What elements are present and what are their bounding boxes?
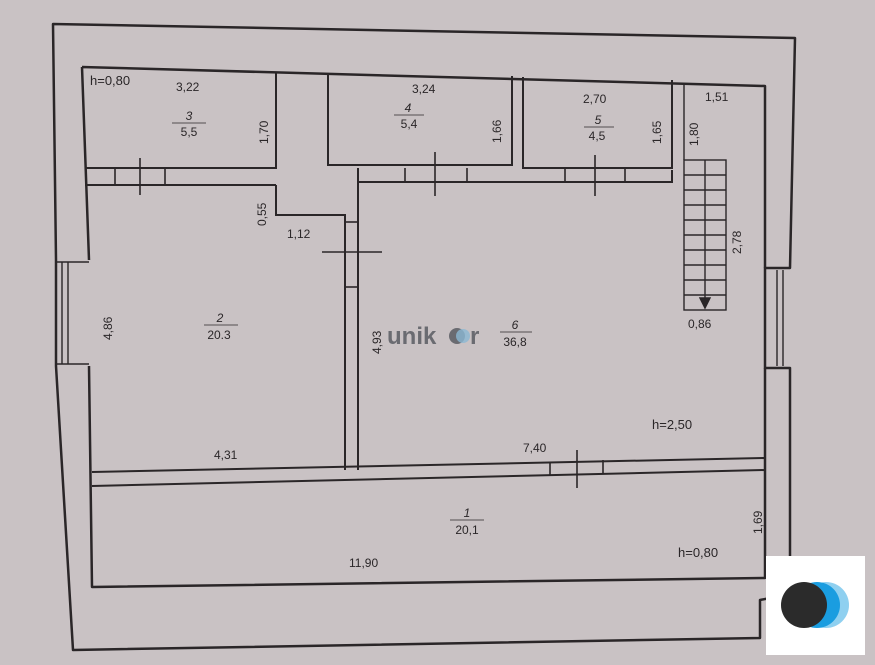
room-label-3: 3 5,5 (172, 109, 206, 139)
dimension-label: 1,80 (687, 122, 701, 146)
dimension-label: 3,22 (176, 80, 200, 94)
stair-arrow (698, 297, 712, 310)
dimension-label: 0,86 (688, 317, 712, 331)
height-label: h=0,80 (678, 545, 718, 560)
dimension-label: 1,70 (257, 120, 271, 144)
room-area: 20,1 (455, 523, 479, 537)
room-number: 3 (186, 109, 193, 123)
room-label-5: 5 4,5 (584, 113, 614, 143)
dimension-label: 2,78 (730, 230, 744, 254)
room-label-4: 4 5,4 (394, 101, 424, 131)
doors (114, 152, 626, 488)
room-number: 1 (464, 506, 471, 520)
dimension-label: 1,12 (287, 227, 311, 241)
room-area: 4,5 (589, 129, 606, 143)
height-label: h=2,50 (652, 417, 692, 432)
room-area: 5,5 (181, 125, 198, 139)
room-area: 5,4 (401, 117, 418, 131)
room-label-6: 6 36,8 (500, 318, 532, 349)
dimension-label: 11,90 (349, 556, 378, 570)
watermark-text-suffix: r (470, 323, 479, 350)
dimension-label: 7,40 (523, 441, 547, 455)
room-4-walls (327, 74, 513, 166)
dimension-label: 4,93 (370, 330, 384, 354)
room-6-walls (357, 170, 673, 470)
window-left (56, 261, 89, 365)
corridor-walls (275, 185, 346, 470)
room-number: 6 (512, 318, 519, 332)
interior-walls (85, 72, 766, 487)
dimension-label: 4,86 (101, 316, 115, 340)
logo-icon (781, 582, 849, 628)
room-area: 20.3 (207, 328, 231, 342)
staircase (683, 83, 727, 311)
inner-boundary (80, 65, 767, 589)
room-1-top-wall (91, 457, 766, 473)
watermark-text-prefix: unik (387, 323, 437, 350)
room-number: 2 (216, 311, 224, 325)
dimension-label: 3,24 (412, 82, 436, 96)
dimension-label: 4,31 (214, 448, 238, 462)
dimension-labels: 3,22 1,70 3,24 1,66 2,70 1,65 1,51 1,80 … (101, 80, 765, 570)
dimension-label: 0,55 (255, 202, 269, 226)
dimension-label: 2,70 (583, 92, 607, 106)
room-label-1: 1 20,1 (450, 506, 484, 537)
room-number: 5 (595, 113, 602, 127)
dimension-label: 1,69 (751, 510, 765, 534)
room-5-walls (522, 77, 673, 169)
dimension-label: 1,65 (650, 120, 664, 144)
room-label-2: 2 20.3 (204, 311, 238, 342)
dimension-label: 1,51 (705, 90, 729, 104)
height-label: h=0,80 (90, 73, 130, 88)
room-1-top-wall-inner (91, 469, 766, 487)
window-right (776, 270, 784, 366)
room-3-walls (85, 72, 277, 169)
room-number: 4 (405, 101, 412, 115)
room-area: 36,8 (503, 335, 527, 349)
watermark: unik r (387, 323, 479, 350)
dimension-label: 1,66 (490, 119, 504, 143)
logo-badge (766, 556, 865, 655)
